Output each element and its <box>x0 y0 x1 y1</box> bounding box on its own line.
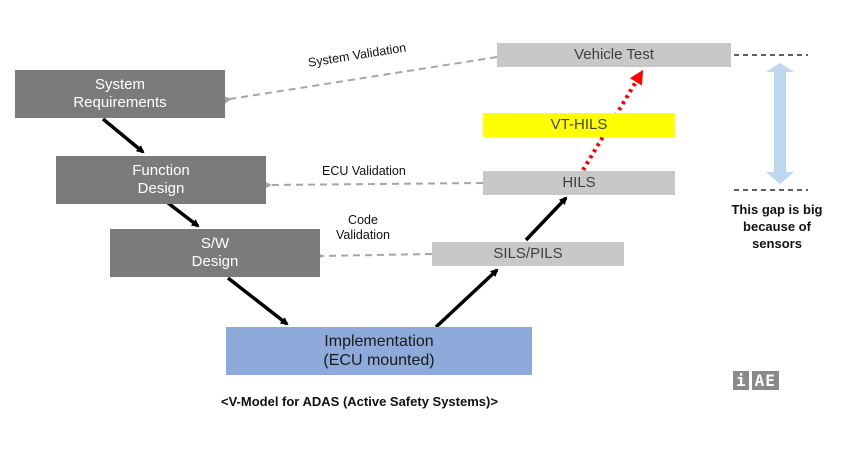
arrow-function-to-sw <box>166 201 200 228</box>
logo-ae: AE <box>751 371 779 390</box>
box-label-line2: Requirements <box>73 94 167 111</box>
gap-note-line2: because of <box>743 218 811 234</box>
box-label-line1: Function <box>132 162 190 179</box>
box-label: Vehicle Test <box>574 46 654 63</box>
box-label-line2: (ECU mounted) <box>323 352 435 369</box>
arrow-sw-to-implementation <box>226 276 289 326</box>
gap-note-line3: sensors <box>752 235 802 251</box>
box-label-line2: Design <box>191 253 239 270</box>
box-label-line2: Design <box>137 180 185 197</box>
dashed-link-ecu-validation <box>261 180 484 191</box>
box-vt-hils: VT-HILS <box>483 113 675 137</box>
diagram-caption: <V-Model for ADAS (Active Safety Systems… <box>221 394 498 409</box>
box-label-line1: System <box>94 76 145 93</box>
box-hils: HILS <box>483 171 675 195</box>
box-label: VT-HILS <box>550 116 608 133</box>
box-sw-design: S/W Design <box>110 229 320 277</box>
box-system-requirements: System Requirements <box>15 70 225 118</box>
gap-note-line1: This gap is big <box>731 202 823 217</box>
arrow-implementation-to-sils <box>434 268 499 329</box>
gap-double-arrow-icon <box>766 63 794 184</box>
dotted-arrow-hils-to-vehicle-test <box>581 69 644 172</box>
box-function-design: Function Design <box>56 156 266 204</box>
iae-logo: i AE <box>733 371 779 390</box>
label-ecu-validation: ECU Validation <box>322 164 406 178</box>
arrow-sysreq-to-function <box>101 117 145 154</box>
box-vehicle-test: Vehicle Test <box>497 43 731 67</box>
box-label: SILS/PILS <box>493 245 563 262</box>
box-sils-pils: SILS/PILS <box>432 242 624 266</box>
gap-note: This gap is big because of sensors <box>716 202 838 253</box>
label-code-validation: Code Validation <box>336 213 390 243</box>
box-label-line1: Implementation <box>324 332 434 350</box>
box-label-line1: S/W <box>200 235 230 252</box>
logo-i: i <box>733 371 749 390</box>
label-line2: Validation <box>336 228 390 242</box>
label-line1: Code <box>348 213 378 227</box>
box-implementation: Implementation (ECU mounted) <box>226 327 532 375</box>
dashed-link-code-validation <box>313 251 433 262</box>
box-label: HILS <box>562 174 596 191</box>
dashed-link-system-validation <box>221 56 498 106</box>
arrow-sils-to-hils <box>524 196 568 242</box>
